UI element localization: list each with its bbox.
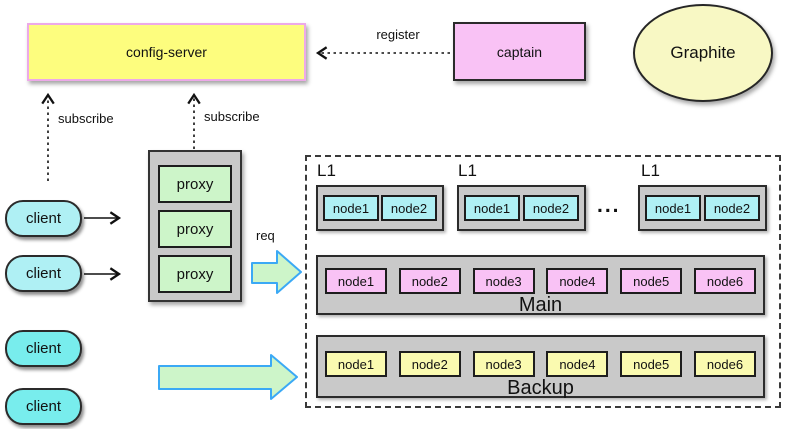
client-label: client	[25, 210, 62, 227]
main-node: node3	[472, 268, 535, 294]
client-node-3: client	[5, 330, 82, 367]
backup-node: node6	[693, 351, 756, 377]
client-label: client	[25, 265, 62, 282]
l1-node: node2	[523, 195, 579, 221]
client-node-1: client	[5, 200, 82, 237]
req-edge-label: req	[256, 228, 275, 243]
node-label: node1	[654, 200, 692, 216]
main-node: node5	[620, 268, 683, 294]
backup-node: node4	[546, 351, 609, 377]
node-label: node4	[559, 356, 596, 372]
l1-node: node1	[323, 195, 379, 221]
register-edge-label: register	[376, 27, 420, 42]
node-label: node1	[337, 356, 375, 372]
node-label: node2	[411, 356, 448, 372]
l1-group-label: L1	[641, 161, 660, 180]
main-node: node2	[398, 268, 461, 294]
node-label: node1	[337, 273, 375, 289]
config-server-node: config-server	[27, 23, 306, 81]
main-node: node1	[325, 268, 387, 294]
node-label: node2	[532, 200, 570, 216]
main-node-row: node1 node2 node3 node4 node5 node6	[318, 268, 763, 294]
client-label: client	[25, 340, 62, 357]
main-group-label: Main	[518, 294, 563, 316]
node-label: node2	[390, 200, 428, 216]
graphite-node: Graphite	[633, 4, 773, 102]
cluster-dashed-box	[305, 155, 781, 408]
main-node: node4	[546, 268, 609, 294]
node-label: node4	[559, 273, 596, 289]
proxy-node: proxy	[158, 210, 232, 248]
config-server-label: config-server	[126, 44, 207, 60]
proxy-label: proxy	[176, 175, 214, 193]
subscribe-right-edge-label: subscribe	[204, 109, 260, 124]
proxy-label: proxy	[176, 220, 214, 238]
backup-group: node1 node2 node3 node4 node5 node6 Back…	[316, 335, 765, 399]
l1-node: node2	[704, 195, 760, 221]
backup-node: node1	[325, 351, 387, 377]
req-block-arrow	[251, 250, 302, 294]
l1-node: node2	[381, 195, 437, 221]
node-label: node3	[485, 356, 522, 372]
graphite-label: Graphite	[670, 43, 736, 62]
node-label: node1	[473, 200, 511, 216]
l1-node: node1	[645, 195, 701, 221]
main-node: node6	[693, 268, 756, 294]
client-label: client	[25, 398, 62, 415]
proxy-label: proxy	[176, 265, 214, 283]
node-label: node6	[706, 356, 744, 372]
proxy-node: proxy	[158, 165, 232, 203]
l1-group-1: node1 node2	[316, 185, 444, 231]
proxy-stack: proxy proxy proxy	[148, 150, 242, 302]
node-label: node1	[332, 200, 370, 216]
node-label: node2	[411, 273, 448, 289]
node-label: node2	[713, 200, 751, 216]
backup-node: node2	[398, 351, 461, 377]
node-label: node3	[485, 273, 522, 289]
client-node-4: client	[5, 388, 82, 425]
subscribe-left-edge-label: subscribe	[58, 111, 114, 126]
captain-label: captain	[496, 43, 543, 60]
l1-group-label: L1	[458, 161, 477, 180]
more-groups-ellipsis: ...	[597, 194, 621, 217]
l1-group-label: L1	[317, 161, 336, 180]
client-node-2: client	[5, 255, 82, 292]
backup-node: node5	[620, 351, 683, 377]
l1-group-3: node1 node2	[638, 185, 767, 231]
node-label: node5	[633, 356, 670, 372]
backup-node-row: node1 node2 node3 node4 node5 node6	[318, 351, 763, 377]
l1-node: node1	[464, 195, 520, 221]
node-label: node6	[706, 273, 744, 289]
proxy-node: proxy	[158, 255, 232, 293]
l1-group-2: node1 node2	[457, 185, 586, 231]
backup-group-label: Backup	[507, 377, 574, 399]
node-label: node5	[633, 273, 670, 289]
backup-node: node3	[472, 351, 535, 377]
captain-node: captain	[453, 22, 586, 81]
main-group: node1 node2 node3 node4 node5 node6 Main	[316, 255, 765, 316]
backup-block-arrow	[158, 354, 298, 400]
